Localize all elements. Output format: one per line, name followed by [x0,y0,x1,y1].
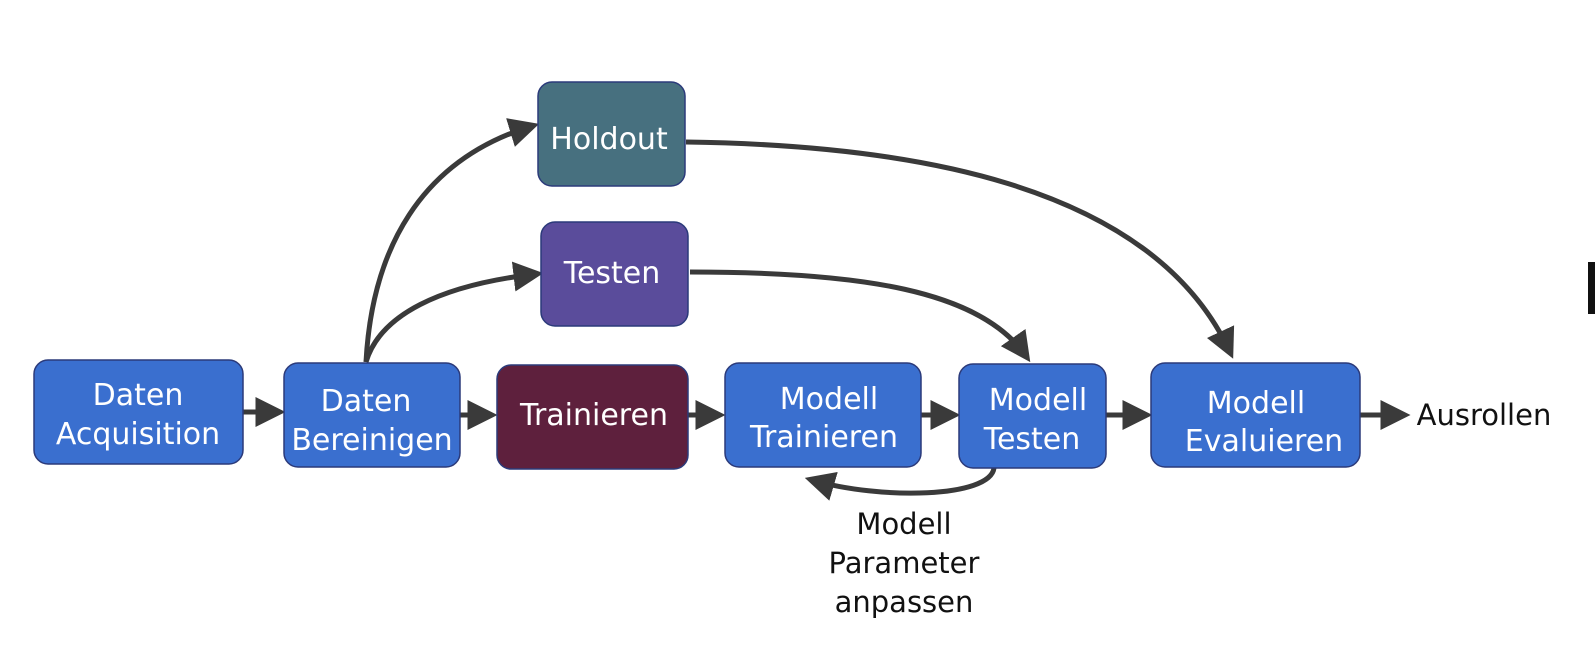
node-testen-label: Testen [563,256,661,291]
node-daten-bereinigen: Daten Bereinigen [283,362,461,468]
node-modell-testen-box [958,363,1107,469]
node-modell-trainieren: Modell Trainieren [724,362,922,468]
node-modell-evaluieren-line2: Evaluieren [1185,424,1343,459]
node-daten-bereinigen-line1: Daten [321,384,412,419]
node-holdout-box [537,81,686,187]
feedback-label: Modell Parameter anpassen [829,507,980,619]
node-holdout-label: Holdout [550,122,668,157]
node-trainieren-label: Trainieren [519,398,668,433]
feedback-label-line2: Parameter [829,546,980,580]
node-daten-acquisition: Daten Acquisition [33,359,244,465]
node-daten-bereinigen-box [283,362,461,468]
node-daten-acquisition-box [33,359,244,465]
node-daten-acquisition-line1: Daten [93,378,184,413]
node-trainieren: Trainieren [496,364,689,470]
edge-testen-to-modell-testen [689,269,1031,363]
node-modell-testen-line2: Testen [983,422,1081,457]
ausrollen-label: Ausrollen [1417,398,1552,432]
node-daten-bereinigen-line2: Bereinigen [291,423,452,458]
feedback-label-line1: Modell [856,507,951,541]
node-modell-trainieren-box [724,362,922,468]
feedback-label-line3: anpassen [835,585,974,619]
node-testen: Testen [540,221,689,327]
node-trainieren-box [496,364,689,470]
node-modell-testen: Modell Testen [958,363,1107,469]
edges [243,118,1411,501]
node-modell-evaluieren-line1: Modell [1207,386,1305,421]
edge-mark [1588,262,1595,314]
edge-modell-testen-feedback [804,467,997,501]
node-modell-trainieren-line1: Modell [780,382,878,417]
node-modell-testen-line1: Modell [989,383,1087,418]
node-daten-acquisition-line2: Acquisition [56,417,220,452]
node-modell-evaluieren: Modell Evaluieren [1150,362,1361,468]
node-modell-trainieren-line2: Trainieren [749,420,898,455]
node-testen-box [540,221,689,327]
node-holdout: Holdout [537,81,686,187]
edge-holdout-to-evaluieren [685,139,1235,359]
edge-bereinigen-to-testen [363,261,544,363]
node-modell-evaluieren-box [1150,362,1361,468]
edge-bereinigen-to-holdout [363,118,540,363]
